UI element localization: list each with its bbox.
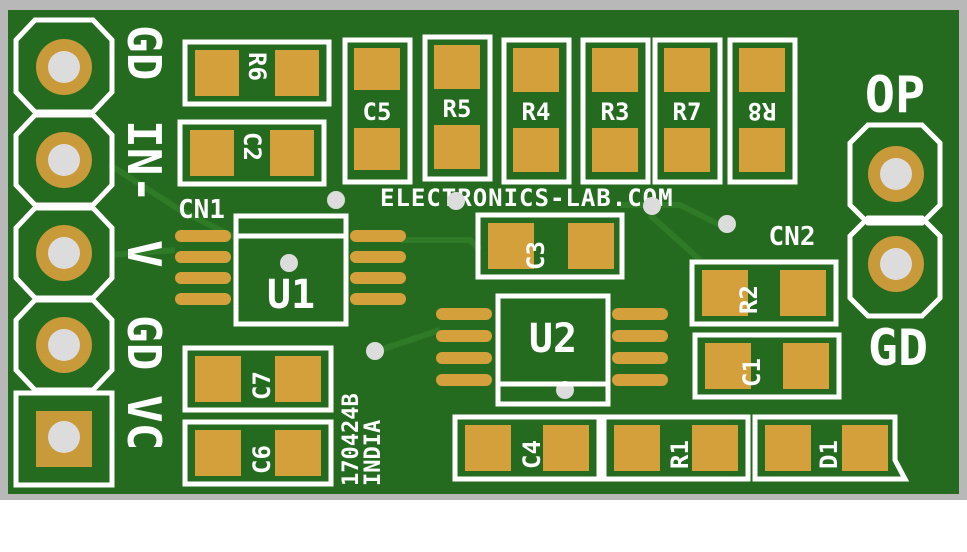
c3-label: C3 bbox=[522, 241, 550, 270]
r1-footprint: R1 bbox=[601, 414, 751, 482]
cn1-label: CN1 bbox=[178, 195, 225, 225]
r2-label: R2 bbox=[735, 285, 763, 314]
r7-label: R7 bbox=[673, 98, 702, 126]
r3-footprint: R3 bbox=[580, 37, 651, 185]
cn1-pin1-hole bbox=[48, 51, 80, 83]
c3-footprint: C3 bbox=[475, 212, 625, 280]
c5-footprint: C5 bbox=[342, 37, 413, 185]
u2-footprint: U2 bbox=[436, 293, 668, 407]
r6-label: R6 bbox=[243, 52, 271, 81]
r1-label: R1 bbox=[666, 440, 694, 469]
cn2-pin1-hole bbox=[880, 158, 912, 190]
cn1-pin-labels: GD IN- V GD VC bbox=[117, 25, 171, 450]
c5-label: C5 bbox=[363, 98, 392, 126]
r7-footprint: R7 bbox=[652, 37, 723, 185]
cn2-pin2-hole bbox=[880, 248, 912, 280]
cn2-pin1-label: OP bbox=[865, 66, 925, 124]
cn1-pin3-label: V bbox=[117, 240, 171, 268]
d1-label: D1 bbox=[815, 440, 843, 469]
board-country: INDIA bbox=[361, 420, 386, 486]
c4-footprint: C4 bbox=[452, 414, 602, 482]
r8-label: R8 bbox=[748, 97, 777, 125]
cn1-pin2-label: IN- bbox=[117, 120, 171, 203]
u1-footprint: U1 bbox=[175, 213, 406, 327]
cn2-pin2-label: GD bbox=[868, 319, 928, 377]
c2-label: C2 bbox=[238, 132, 266, 161]
c2-footprint: C2 bbox=[177, 119, 327, 187]
r8-footprint: R8 bbox=[727, 37, 798, 185]
d1-footprint: D1 bbox=[752, 414, 910, 482]
cn1-header bbox=[13, 17, 115, 488]
c7-label: C7 bbox=[248, 371, 276, 400]
cn2-label: CN2 bbox=[769, 222, 816, 252]
cn1-pin3-hole bbox=[48, 237, 80, 269]
c4-label: C4 bbox=[518, 440, 546, 469]
cn1-pin5-hole bbox=[48, 421, 80, 453]
r4-label: R4 bbox=[522, 98, 551, 126]
r6-footprint: R6 bbox=[182, 39, 332, 107]
r5-footprint: R5 bbox=[422, 34, 493, 182]
u2-label: U2 bbox=[529, 316, 577, 362]
c6-footprint: C6 bbox=[182, 419, 334, 487]
c6-label: C6 bbox=[248, 445, 276, 474]
site-label: ELECTRONICS-LAB.COM bbox=[380, 184, 674, 212]
u1-label: U1 bbox=[267, 272, 315, 318]
c1-footprint: C1 bbox=[692, 332, 842, 400]
cn1-pin1-label: GD bbox=[117, 25, 171, 80]
r2-footprint: R2 bbox=[689, 259, 839, 327]
r3-label: R3 bbox=[601, 98, 630, 126]
c7-footprint: C7 bbox=[182, 345, 334, 413]
r4-footprint: R4 bbox=[501, 37, 572, 185]
cn1-pin4-hole bbox=[48, 329, 80, 361]
board-code: 170424B bbox=[339, 393, 364, 486]
cn2-header bbox=[847, 122, 943, 319]
r5-label: R5 bbox=[443, 95, 472, 123]
cn1-pin2-hole bbox=[48, 144, 80, 176]
cn1-pin4-label: GD bbox=[117, 315, 171, 370]
c1-label: C1 bbox=[738, 358, 766, 387]
cn1-pin5-label: VC bbox=[117, 395, 171, 450]
